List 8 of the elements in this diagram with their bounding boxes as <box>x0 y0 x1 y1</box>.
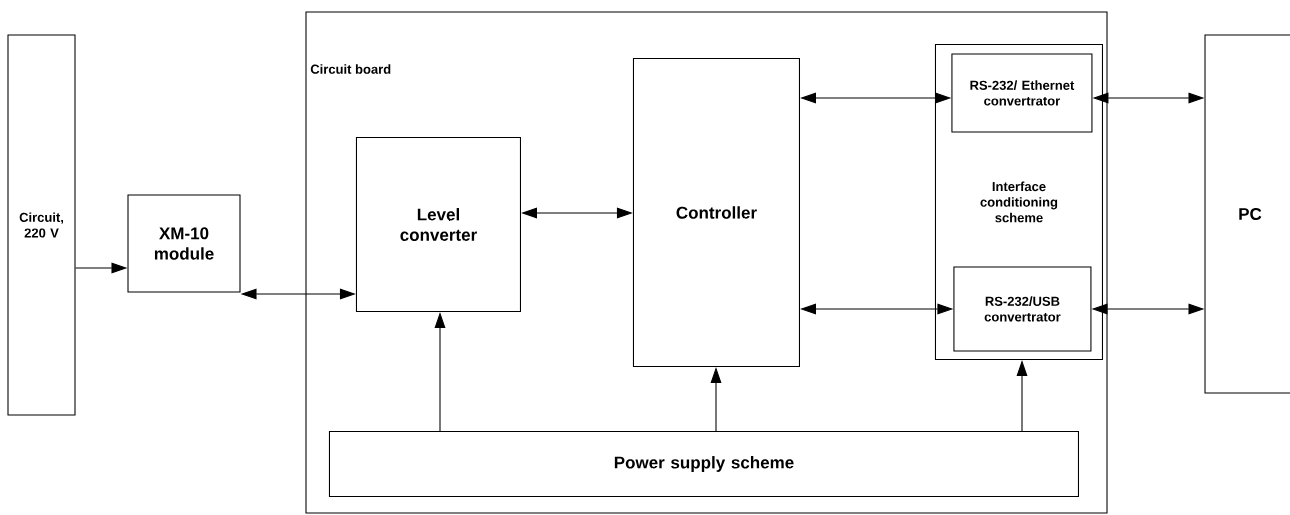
source-box: Circuit, 220 V <box>7 34 76 416</box>
pc-box: PC <box>1204 34 1290 394</box>
converter-box: RS-232/ Ethernet convertrator <box>951 53 1093 133</box>
block-box: Controller <box>632 57 800 367</box>
block-box: Level converter <box>355 136 521 312</box>
module-box: XM-10 module <box>127 194 241 293</box>
converter-box: RS-232/USB convertrator <box>953 266 1092 352</box>
power-box: Power supply scheme <box>328 430 1079 497</box>
